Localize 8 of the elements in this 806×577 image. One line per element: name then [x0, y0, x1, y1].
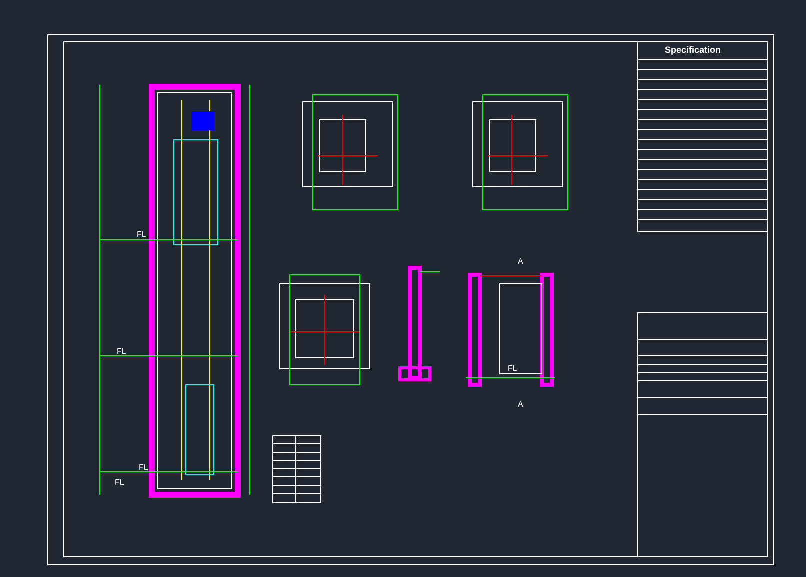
floor-level-label: FL — [115, 478, 124, 488]
table-heading: Specification — [665, 45, 722, 55]
floor-level-label: FL — [508, 364, 518, 374]
section-mark: A — [518, 400, 524, 410]
floor-level-label: FL — [137, 230, 146, 240]
floor-level-label: FL — [139, 463, 148, 473]
floor-level-label: FL — [117, 347, 126, 357]
section-mark: A — [518, 257, 524, 267]
